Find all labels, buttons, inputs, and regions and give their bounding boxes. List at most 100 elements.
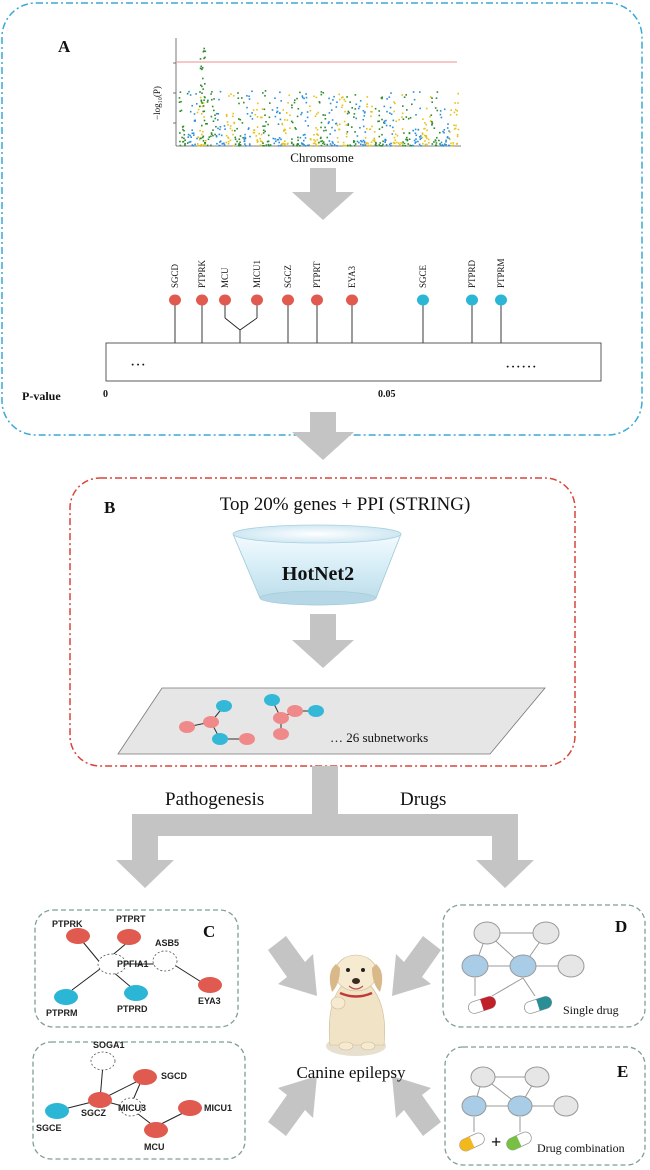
manhattan-point (371, 105, 373, 108)
manhattan-point (414, 128, 417, 131)
manhattan-point (388, 143, 391, 146)
manhattan-point (373, 140, 376, 143)
manhattan-point (336, 137, 339, 139)
manhattan-point (454, 102, 456, 104)
manhattan-point (457, 92, 459, 95)
manhattan-point (189, 94, 192, 96)
manhattan-point (301, 95, 304, 97)
manhattan-point (253, 131, 256, 134)
manhattan-peak-point (201, 124, 203, 127)
manhattan-point (401, 112, 404, 115)
manhattan-point (348, 111, 350, 114)
manhattan-point (212, 134, 214, 137)
manhattan-point (406, 109, 408, 111)
manhattan-point (297, 136, 299, 139)
manhattan-y-axis-label: −log₁₀(P) (152, 86, 162, 120)
manhattan-point (183, 129, 185, 132)
manhattan-point (377, 120, 379, 123)
manhattan-point (320, 91, 323, 93)
manhattan-point (232, 115, 234, 118)
manhattan-point (212, 129, 214, 131)
manhattan-point (278, 141, 280, 144)
manhattan-point (221, 142, 224, 145)
manhattan-point (378, 144, 381, 146)
manhattan-point (425, 135, 428, 138)
manhattan-point (393, 144, 395, 147)
manhattan-point (455, 124, 457, 127)
gene-label-mcu: MCU (220, 267, 230, 288)
manhattan-point (324, 114, 326, 116)
manhattan-point (267, 123, 269, 126)
manhattan-point (210, 132, 213, 134)
manhattan-point (436, 91, 439, 93)
manhattan-point (456, 134, 459, 136)
manhattan-point (218, 98, 220, 101)
manhattan-point (227, 137, 230, 139)
manhattan-point (256, 109, 258, 111)
manhattan-point (384, 122, 386, 124)
manhattan-point (230, 93, 232, 95)
arrow-down-ab (292, 412, 354, 460)
manhattan-point (200, 113, 203, 115)
panel-e-frame (444, 1046, 646, 1166)
manhattan-point (184, 139, 186, 141)
manhattan-point (375, 144, 378, 147)
gene-dot-eya3 (346, 294, 358, 306)
manhattan-point (184, 144, 186, 147)
manhattan-point (267, 134, 270, 137)
manhattan-point (210, 144, 212, 147)
manhattan-point (351, 126, 353, 128)
manhattan-point (308, 144, 310, 146)
manhattan-point (280, 138, 282, 141)
manhattan-point (431, 143, 434, 145)
manhattan-point (398, 144, 401, 146)
node-sgcd: SGCD (161, 1071, 188, 1081)
manhattan-point (187, 133, 190, 136)
manhattan-point (456, 110, 458, 112)
manhattan-point (392, 126, 394, 129)
manhattan-peak-point (199, 137, 202, 140)
manhattan-point (202, 130, 204, 133)
manhattan-point (435, 97, 438, 99)
manhattan-point (238, 102, 240, 105)
manhattan-point (217, 113, 220, 115)
manhattan-point (227, 143, 230, 145)
manhattan-point (229, 127, 232, 130)
manhattan-point (238, 143, 240, 145)
manhattan-point (206, 123, 208, 125)
manhattan-point (434, 139, 437, 141)
manhattan-point (309, 145, 312, 147)
manhattan-point (455, 113, 458, 116)
manhattan-point (243, 101, 245, 104)
manhattan-point (426, 129, 428, 132)
manhattan-point (407, 143, 409, 145)
manhattan-point (429, 115, 431, 118)
network-c2: SOGA1 SGCD SGCZ MICU3 MICU1 SGCE MCU (36, 1040, 232, 1152)
manhattan-point (259, 116, 262, 119)
manhattan-point (372, 139, 375, 142)
manhattan-point (213, 109, 215, 112)
manhattan-point (448, 130, 450, 132)
manhattan-point (225, 114, 228, 116)
manhattan-point (266, 140, 269, 143)
manhattan-point (216, 142, 218, 145)
p-value-bar (105, 342, 602, 382)
manhattan-point (341, 104, 344, 107)
manhattan-point (386, 98, 388, 100)
manhattan-point (393, 101, 395, 103)
manhattan-point (442, 145, 445, 147)
manhattan-point (366, 105, 368, 108)
manhattan-point (419, 138, 422, 140)
manhattan-point (289, 114, 291, 117)
manhattan-point (207, 138, 210, 141)
manhattan-point (291, 104, 293, 106)
manhattan-point (347, 144, 349, 147)
node-mcu: MCU (144, 1142, 165, 1152)
manhattan-point (327, 122, 330, 125)
manhattan-point (406, 139, 409, 142)
manhattan-point (288, 94, 291, 97)
manhattan-point (265, 121, 267, 123)
manhattan-point (299, 91, 301, 94)
manhattan-point (341, 106, 343, 109)
manhattan-point (439, 131, 441, 134)
